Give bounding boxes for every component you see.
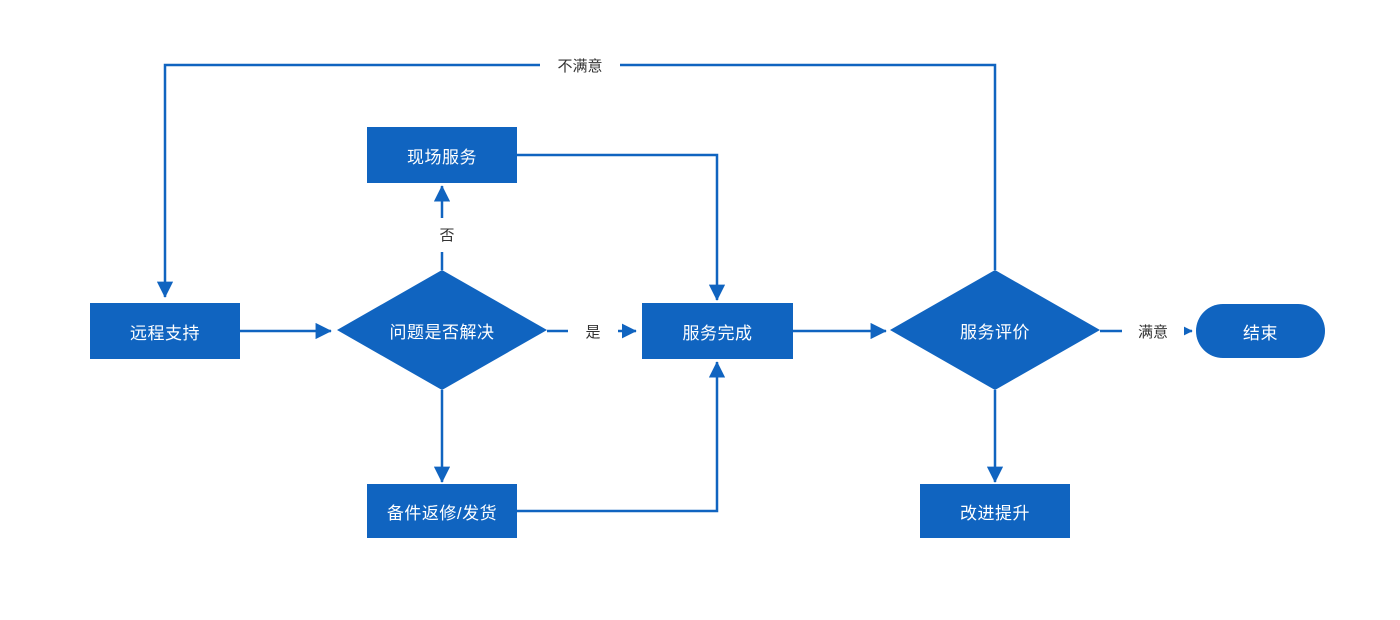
edge-label-no: 否 (422, 220, 472, 248)
edge-review-unsatisfied (156, 63, 997, 298)
edge-parts-to-done (517, 361, 726, 513)
node-service-review-shape[interactable] (890, 270, 1100, 390)
node-end-shape[interactable] (1196, 304, 1325, 358)
node-onsite-service-shape[interactable] (367, 127, 517, 183)
edge-label-yes: 是 (568, 317, 618, 345)
edge-label-satisfied: 满意 (1122, 317, 1184, 345)
node-parts-repair-shape[interactable] (367, 484, 517, 538)
node-service-done-shape[interactable] (642, 303, 793, 359)
node-problem-solved-shape[interactable] (337, 270, 547, 390)
node-improvement-shape[interactable] (920, 484, 1070, 538)
edge-onsite-to-done (517, 153, 726, 301)
edge-label-unsatisfied: 不满意 (540, 50, 620, 80)
node-remote-support-shape[interactable] (90, 303, 240, 359)
